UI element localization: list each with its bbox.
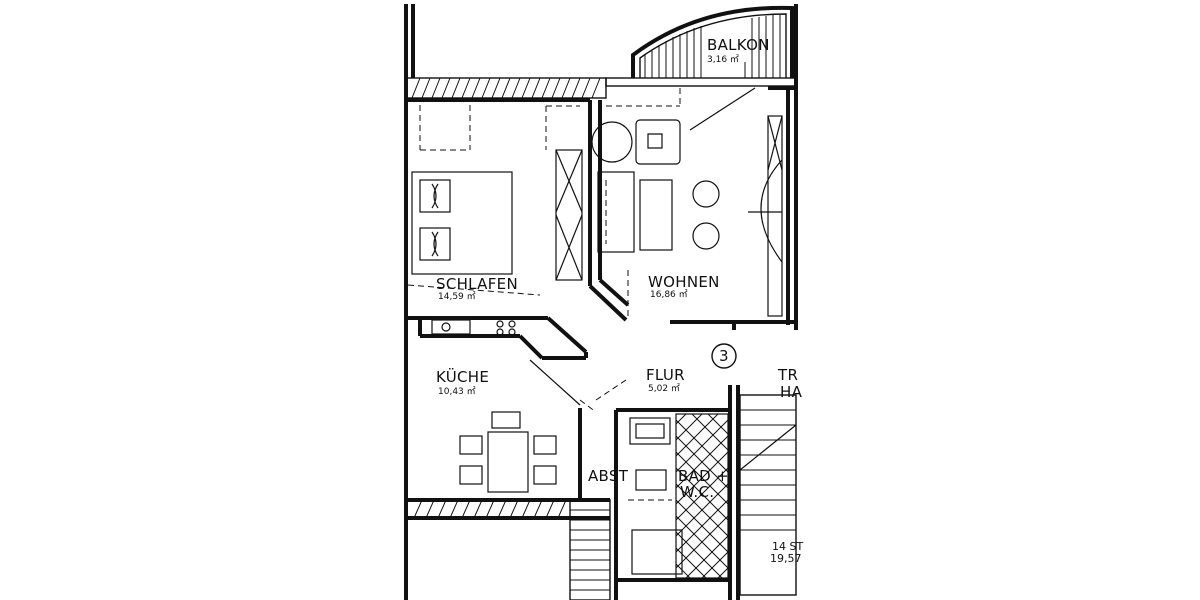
kitchen-furniture bbox=[431, 319, 627, 493]
stairs-label-line1: 14 ST bbox=[772, 540, 803, 553]
room-label-treppe-line1: TR bbox=[777, 366, 798, 384]
room-label-flur: FLUR bbox=[646, 366, 685, 384]
room-label-wohnen: WOHNEN bbox=[648, 273, 720, 291]
room-label-kueche: KÜCHE bbox=[436, 367, 489, 386]
staircase bbox=[739, 394, 797, 596]
room-area-flur: 5,02 ㎡ bbox=[648, 383, 680, 394]
room-label-schlafen: SCHLAFEN bbox=[436, 275, 518, 293]
room-label-bad-line2: W.C. bbox=[680, 483, 714, 501]
room-label-balkon: BALKON bbox=[707, 36, 770, 54]
room-label-treppe-line2: HA bbox=[780, 383, 803, 401]
unit-marker-number: 3 bbox=[719, 347, 729, 365]
room-area-kueche: 10,43 ㎡ bbox=[438, 386, 476, 397]
living-furniture bbox=[591, 87, 783, 320]
room-label-abst: ABST bbox=[588, 467, 629, 485]
room-label-bad-line1: BAD + bbox=[678, 467, 729, 485]
bathroom bbox=[628, 413, 729, 579]
bedroom-furniture bbox=[407, 105, 583, 296]
balcony bbox=[631, 5, 794, 78]
top-wall-band bbox=[405, 77, 797, 99]
walls bbox=[404, 4, 798, 600]
room-area-schlafen: 14,59 ㎡ bbox=[438, 291, 476, 302]
unit-marker: 3 bbox=[711, 343, 737, 369]
room-area-wohnen: 16,86 ㎡ bbox=[650, 289, 688, 300]
bottom-wall-band bbox=[413, 499, 611, 600]
stairs-label-line2: 19,57 bbox=[770, 552, 802, 565]
room-area-balkon: 3,16 ㎡ bbox=[707, 54, 739, 65]
